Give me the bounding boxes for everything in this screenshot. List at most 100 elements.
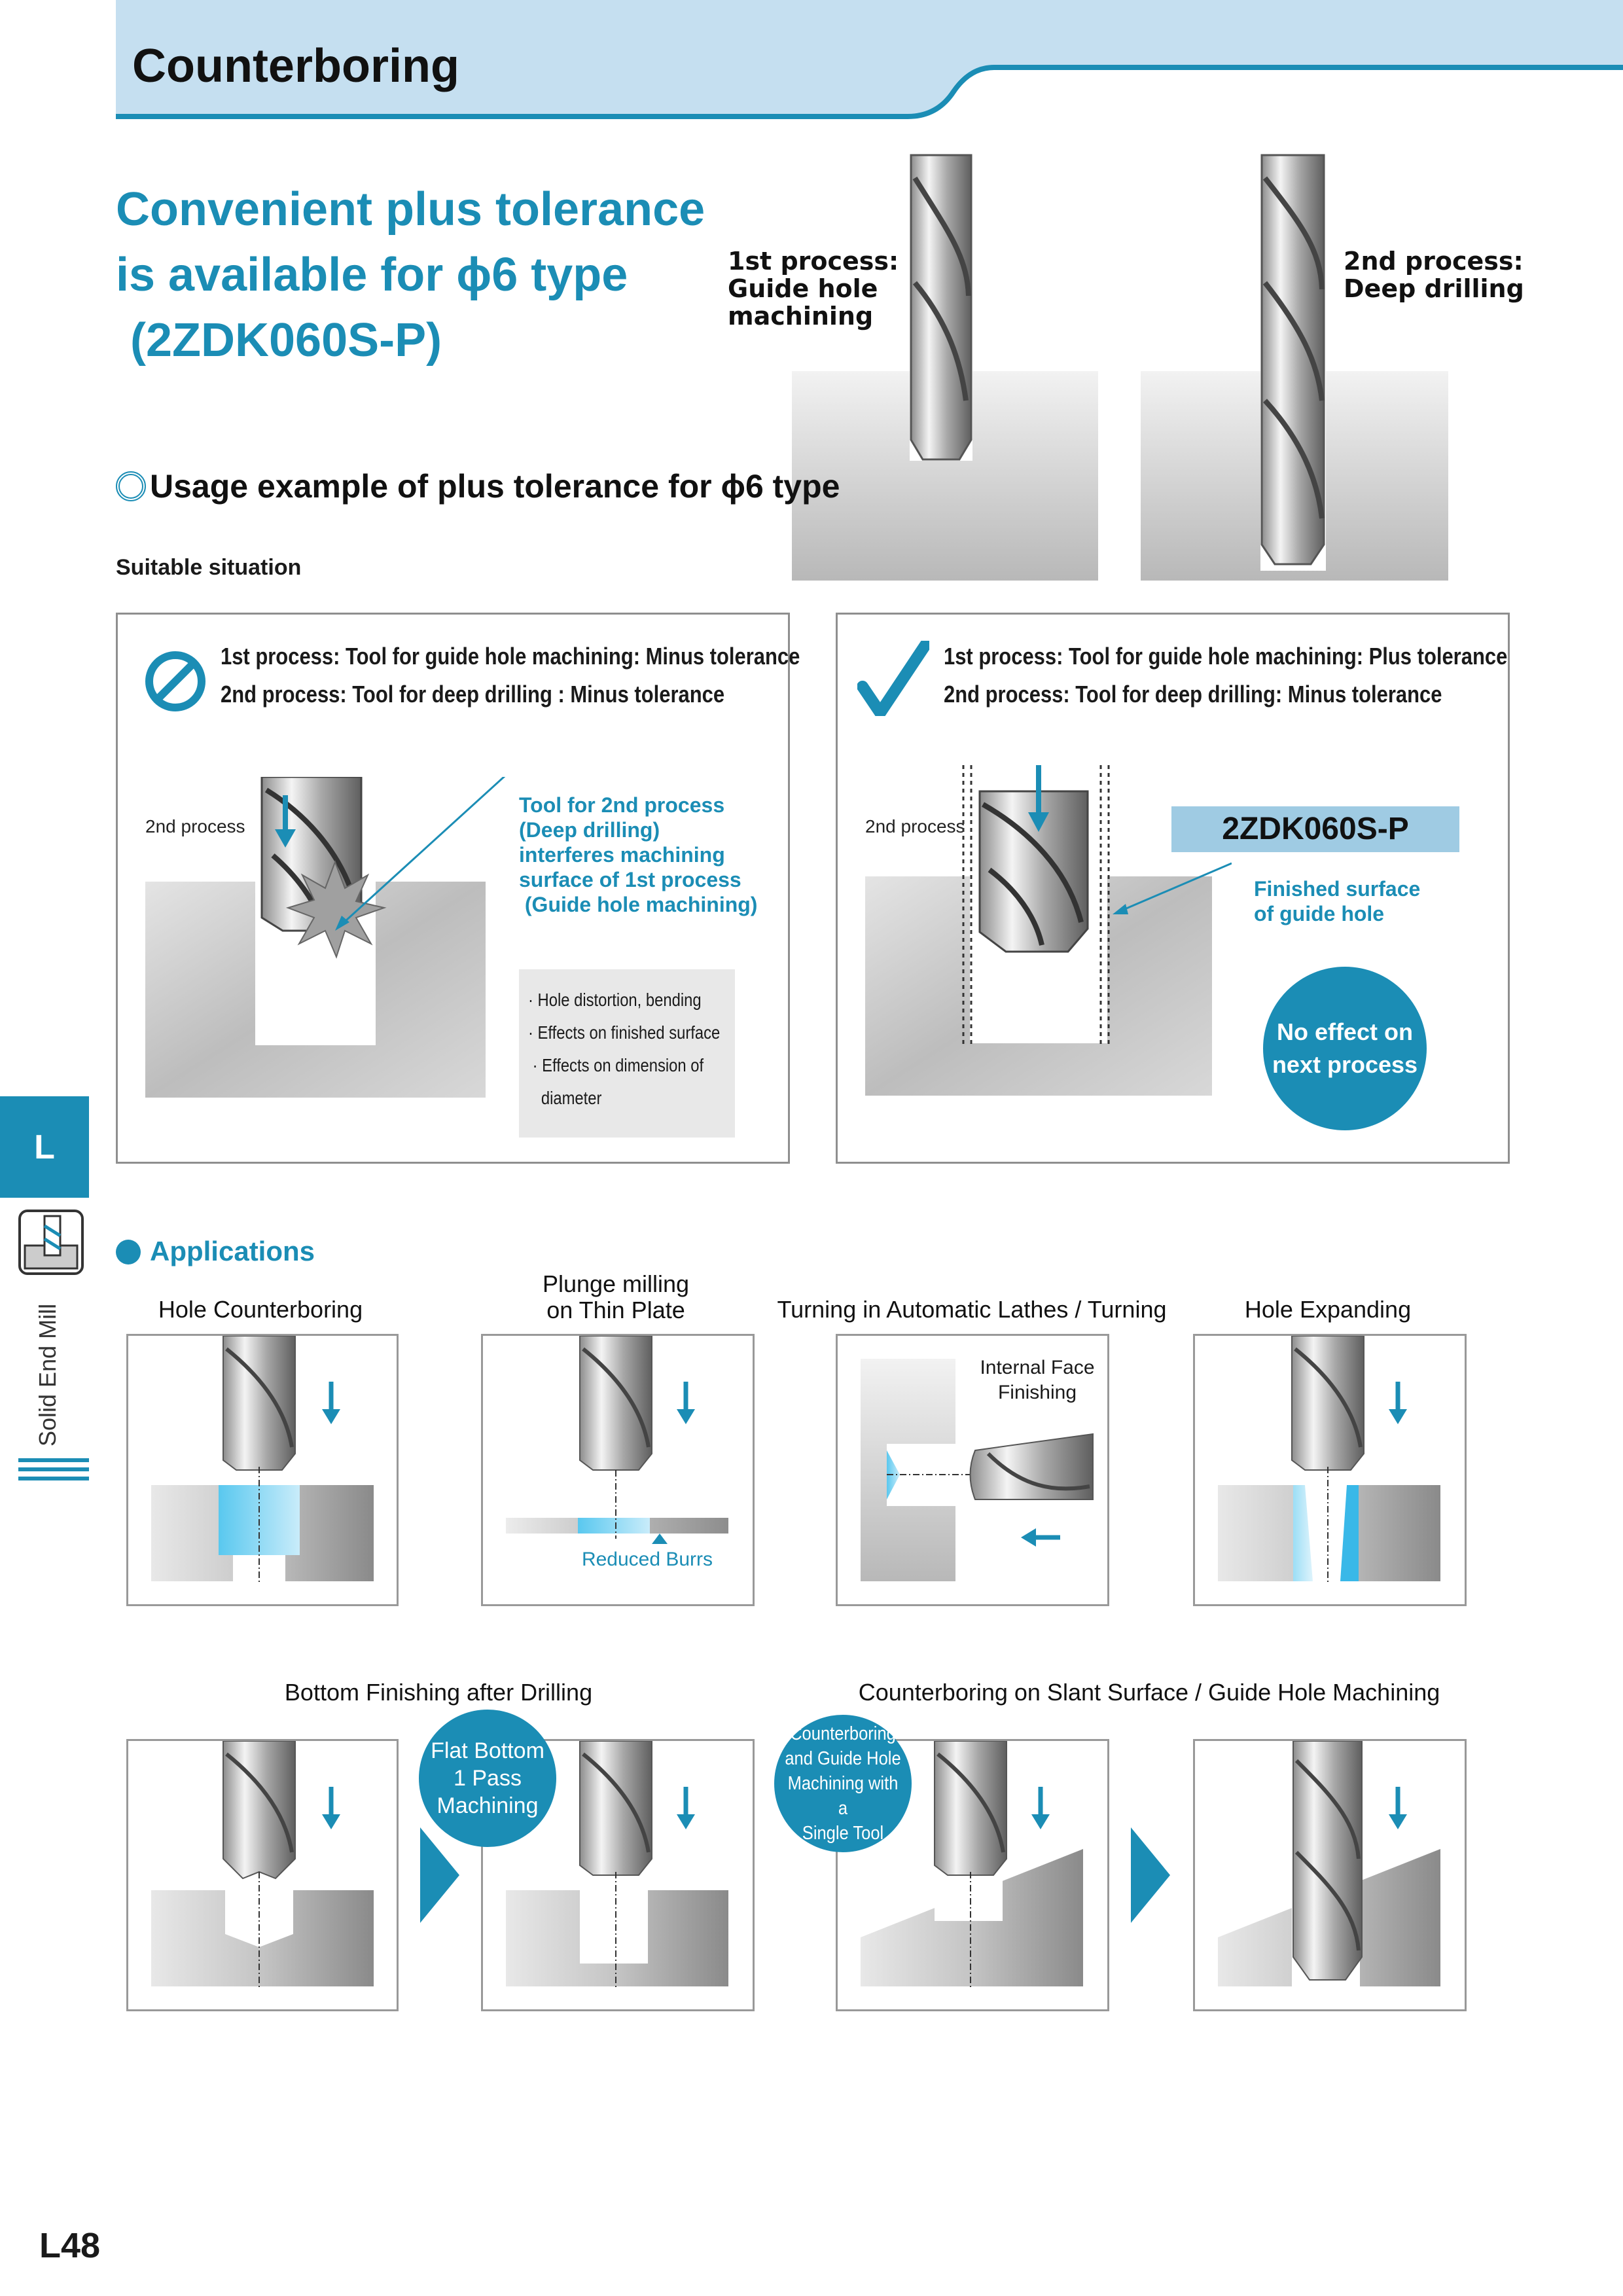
headline-line-1: Convenient plus tolerance [116,183,705,236]
second-process-label-line: Deep drilling [1344,274,1524,303]
model-badge: 2ZDK060S-P [1171,806,1459,852]
panel-hole-counterboring [126,1334,399,1606]
effects-list: · Hole distortion, bending · Effects on … [528,984,720,1115]
header-band [116,0,1623,119]
bubble-line: Counterboring [790,1723,896,1744]
minus-tolerance-box: 1st process: Tool for guide hole machini… [116,613,800,1164]
section-tab[interactable]: L [0,1096,89,1198]
callout-line: Tool for 2nd process [519,793,725,817]
reduced-burrs-note: Reduced Burrs [581,1549,713,1570]
headline-line-3: (2ZDK060S-P) [130,314,442,367]
effects-list-item: · Effects on finished surface [528,1022,721,1043]
down-arrow-icon [677,1409,695,1424]
end-mill-icon [18,1210,84,1275]
applications-heading-text: Applications [150,1236,315,1266]
callout-line: (Deep drilling) [519,818,660,842]
good-condition-text: 1st process: Tool for guide hole machini… [944,637,1507,713]
caption-hole-expanding: Hole Expanding [1244,1296,1412,1323]
note-line: Internal Face [980,1357,1095,1378]
single-tool-bubble: Counterboring and Guide Hole Machining w… [774,1715,912,1852]
panel-hole-expanding [1193,1334,1467,1606]
left-arrow-icon [1021,1528,1036,1547]
first-process-label-line: machining [728,302,874,331]
down-arrow-icon [1389,1814,1407,1829]
note-line: Finishing [997,1382,1077,1403]
bubble-line: Flat Bottom [431,1738,544,1763]
bubble-line: No effect on [1276,1018,1413,1045]
second-process-label-line: 2nd process: [1344,247,1524,276]
double-circle-icon [116,471,146,501]
caption-line: Plunge milling [542,1270,690,1297]
counterboring-illustration [151,1336,374,1585]
callout-line: surface of 1st process [519,868,741,891]
down-arrow-icon [322,1409,340,1424]
flat-bottom-bubble: Flat Bottom 1 Pass Machining [419,1710,556,1847]
up-arrow-marker-icon [652,1534,668,1544]
caption-hole-counterboring: Hole Counterboring [158,1296,363,1323]
suitable-situation-label: Suitable situation [116,555,302,580]
plunge-milling-illustration [506,1336,728,1544]
process-illustration [792,154,1448,581]
bubble-line: next process [1272,1051,1418,1078]
bad-condition-line: 1st process: Tool for guide hole machini… [221,643,800,670]
down-arrow-icon [1028,812,1049,832]
interference-callout: Tool for 2nd process (Deep drilling) int… [519,793,757,917]
drilled-hole-illustration [151,1741,374,1990]
callout-line: of guide hole [1254,902,1385,925]
effects-list-item: · Hole distortion, bending [528,990,702,1010]
prohibited-icon [145,651,205,711]
callout-line: Finished surface [1254,877,1421,901]
bad-condition-text: 1st process: Tool for guide hole machini… [221,637,800,713]
headline: Convenient plus tolerance is available f… [116,177,705,373]
bubble-line: Machining [437,1793,539,1818]
callout-line: interferes machining [519,843,725,867]
callout-line: (Guide hole machining) [519,893,758,916]
slant-counterboring-illustration [861,1741,1083,1990]
first-process-label: 1st process: Guide hole machining [728,247,899,330]
panel-guide-hole-drilling [1193,1739,1467,2011]
caption-bottom-finishing: Bottom Finishing after Drilling [284,1679,593,1706]
good-condition-line: 2nd process: Tool for deep drilling: Min… [944,681,1442,708]
no-effect-bubble: No effect on next process [1263,967,1427,1130]
no-interference-illustration [865,765,1232,1096]
hole-expanding-illustration [1218,1336,1440,1585]
effects-list-item: · Effects on dimension of [528,1055,704,1075]
plus-tolerance-box: 1st process: Tool for guide hole machini… [836,613,1510,1164]
bubble-line: Machining with a [787,1773,899,1819]
deep-drill-icon [1260,154,1325,565]
next-step-arrow-icon [420,1827,459,1923]
bubble-line: 1 Pass [454,1766,522,1791]
down-arrow-icon [1389,1409,1407,1424]
first-process-label-line: 1st process: [728,247,899,276]
bullet-dot-icon [116,1240,141,1265]
caption-plunge-milling: Plunge milling on Thin Plate [481,1271,751,1323]
page-title: Counterboring [132,40,459,92]
side-section-label: Solid End Mill [34,1303,61,1446]
usage-heading: Usage example of plus tolerance for ϕ6 t… [116,467,840,505]
caption-line: on Thin Plate [546,1297,685,1323]
caption-turning: Turning in Automatic Lathes / Turning [777,1296,1167,1323]
good-process-label: 2nd process [865,816,965,836]
guide-hole-drill-icon [910,154,972,461]
guide-hole-drilling-illustration [1218,1741,1440,1986]
effects-list-item: diameter [528,1088,602,1108]
check-mark-icon [857,641,929,716]
panel-drilled-hole [126,1739,399,2011]
interference-burst-icon [285,860,387,959]
bad-condition-line: 2nd process: Tool for deep drilling : Mi… [221,681,725,708]
second-process-label: 2nd process: Deep drilling [1344,247,1524,302]
down-arrow-icon [322,1814,340,1829]
interference-illustration [145,777,506,1098]
good-condition-line: 1st process: Tool for guide hole machini… [944,643,1508,670]
panel-plunge-milling: Reduced Burrs [481,1334,755,1606]
finished-surface-callout: Finished surface of guide hole [1254,876,1420,926]
page-number: L48 [39,2226,101,2265]
first-process-label-line: Guide hole [728,274,878,303]
usage-heading-text: Usage example of plus tolerance for ϕ6 t… [150,468,840,505]
down-arrow-icon [275,829,296,848]
bad-process-label: 2nd process [145,816,245,836]
bubble-line: Single Tool [802,1823,884,1844]
headline-line-2: is available for ϕ6 type [116,249,628,301]
applications-heading: Applications [116,1236,315,1267]
effects-list-box: · Hole distortion, bending · Effects on … [519,969,735,1138]
